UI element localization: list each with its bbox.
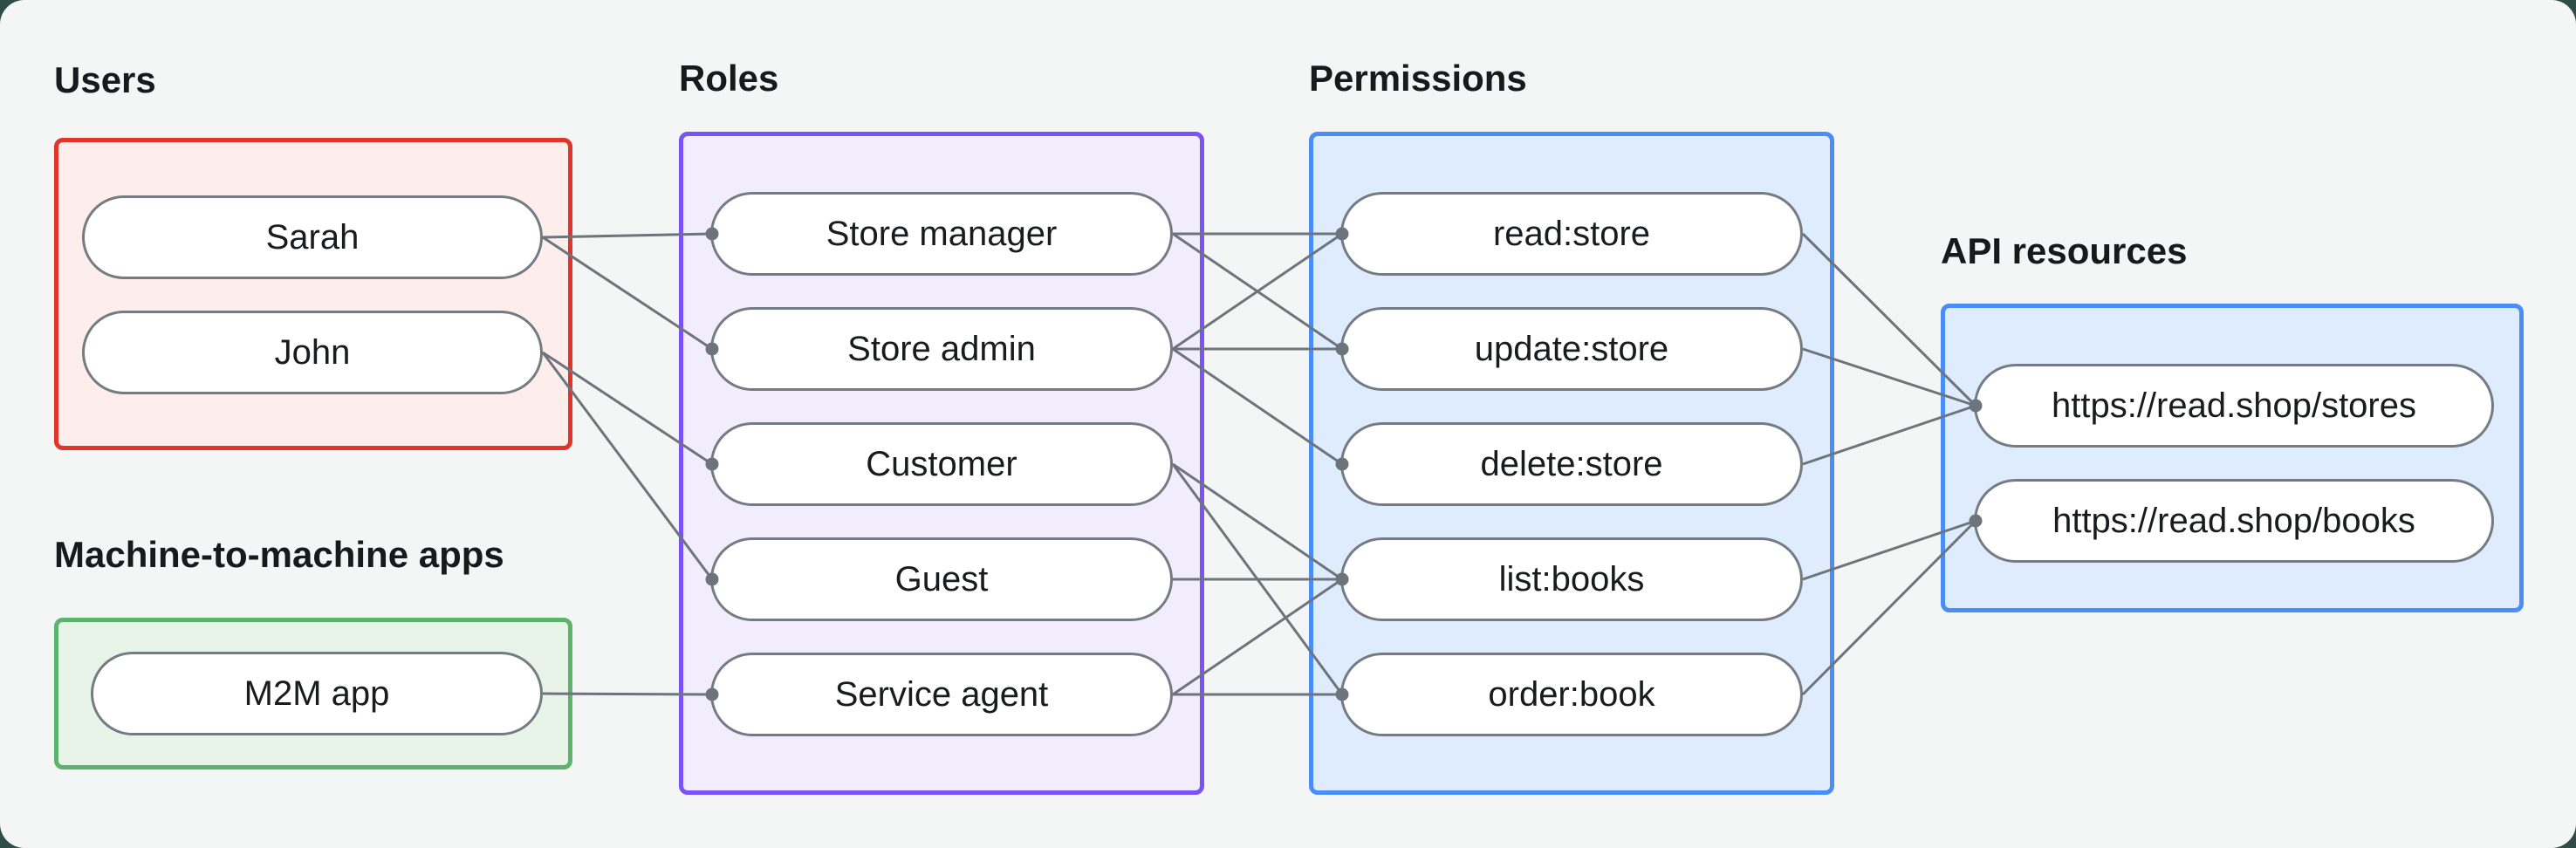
node-read-store: read:store bbox=[1340, 192, 1803, 276]
node-m2m-app: M2M app bbox=[91, 652, 543, 735]
node-update-store: update:store bbox=[1340, 307, 1803, 391]
api-group-label: API resources bbox=[1941, 230, 2188, 271]
users-group-label: Users bbox=[54, 59, 156, 100]
node-store-admin: Store admin bbox=[710, 307, 1173, 391]
roles-group-label: Roles bbox=[679, 58, 779, 99]
node-books: https://read.shop/books bbox=[1974, 479, 2494, 563]
node-store-manager: Store manager bbox=[710, 192, 1173, 276]
node-delete-store: delete:store bbox=[1340, 422, 1803, 506]
users-group-box bbox=[54, 138, 572, 450]
node-list-books: list:books bbox=[1340, 537, 1803, 621]
m2m-group-label: Machine-to-machine apps bbox=[54, 534, 504, 575]
node-service-agent: Service agent bbox=[710, 653, 1173, 736]
api-group-box bbox=[1941, 304, 2524, 612]
node-customer: Customer bbox=[710, 422, 1173, 506]
node-guest: Guest bbox=[710, 537, 1173, 621]
permissions-group-label: Permissions bbox=[1309, 58, 1527, 99]
node-sarah: Sarah bbox=[82, 195, 543, 279]
node-order-book: order:book bbox=[1340, 653, 1803, 736]
node-john: John bbox=[82, 311, 543, 394]
node-stores: https://read.shop/stores bbox=[1974, 364, 2494, 448]
